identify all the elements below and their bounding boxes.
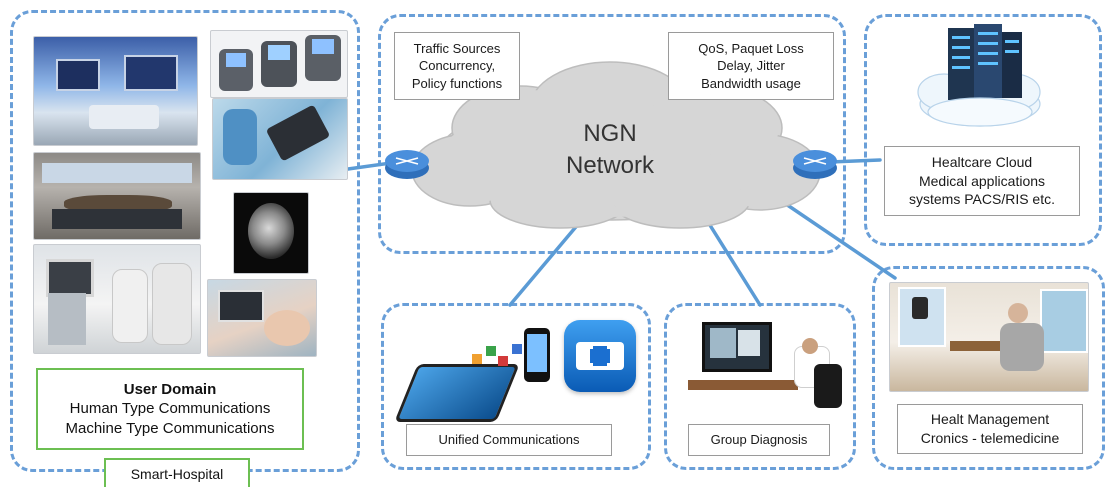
link-unified-communications — [508, 220, 582, 307]
ultrasound-photo — [207, 279, 317, 357]
traffic-line-3: Policy functions — [411, 75, 503, 91]
qos-line-3: Bandwidth usage — [701, 75, 801, 91]
health-management-label: Healt Management Cronics - telemedicine — [897, 404, 1083, 454]
ngn-network-panel — [378, 14, 846, 254]
telemedicine-cart-photo — [33, 244, 201, 354]
health-management-panel — [872, 266, 1105, 470]
cloud-line-1: Healtcare Cloud — [931, 153, 1033, 170]
group-diagnosis-label: Group Diagnosis — [688, 424, 830, 456]
cloud-line-2: Medical applications — [918, 172, 1046, 189]
health-line-1: Healt Management — [930, 411, 1050, 428]
cloud-line-3: systems PACS/RIS etc. — [909, 191, 1055, 208]
smart-hospital-label: Smart-Hospital — [130, 465, 224, 482]
smart-hospital-tag: Smart-Hospital — [104, 458, 250, 487]
link-healthcare-cloud — [828, 158, 882, 164]
traffic-line-1: Traffic Sources — [413, 40, 501, 56]
unified-communications-label: Unified Communications — [406, 424, 612, 456]
router-right-icon — [793, 150, 837, 179]
operating-room-photo — [33, 36, 198, 146]
ngn-title-line1: NGN — [583, 120, 637, 147]
ngn-network-title: NGN Network — [520, 118, 700, 183]
user-domain-title: User Domain — [123, 380, 217, 398]
healthcare-cloud-panel — [864, 14, 1102, 246]
traffic-line-2: Concurrency, — [418, 58, 496, 74]
qos-label: QoS, Paquet Loss Delay, Jitter Bandwidth… — [668, 32, 834, 100]
traffic-sources-label: Traffic Sources Concurrency, Policy func… — [394, 32, 520, 100]
smartphone-icon — [524, 328, 550, 382]
user-domain-line-2: Machine Type Communications — [65, 419, 275, 437]
link-health-management — [778, 198, 897, 280]
app-icons-stream — [468, 340, 528, 380]
router-left-icon — [385, 150, 429, 179]
group-diagnosis-text: Group Diagnosis — [710, 432, 808, 448]
unified-communications-text: Unified Communications — [438, 432, 580, 448]
group-diagnosis-photo — [684, 318, 844, 412]
home-telemedicine-photo — [889, 282, 1089, 392]
mri-scan-photo — [233, 192, 309, 274]
server-cloud-icon — [914, 22, 1046, 132]
ngn-title-line2: Network — [565, 152, 655, 180]
healthcare-cloud-label: Healtcare Cloud Medical applications sys… — [884, 146, 1080, 216]
unified-communications-panel — [381, 303, 651, 470]
tablet-doctor-photo — [212, 98, 348, 180]
link-group-diagnosis — [706, 220, 762, 307]
user-domain-label: User Domain Human Type Communications Ma… — [36, 368, 304, 450]
qos-line-2: Delay, Jitter — [717, 58, 785, 74]
ip-phones-photo — [210, 30, 348, 98]
video-conference-photo — [33, 152, 201, 240]
ambulance-app-icon — [564, 320, 636, 392]
user-domain-line-1: Human Type Communications — [69, 400, 271, 418]
unified-communications-illustration — [394, 320, 638, 422]
qos-line-1: QoS, Paquet Loss — [698, 40, 804, 56]
health-line-2: Cronics - telemedicine — [920, 430, 1060, 446]
